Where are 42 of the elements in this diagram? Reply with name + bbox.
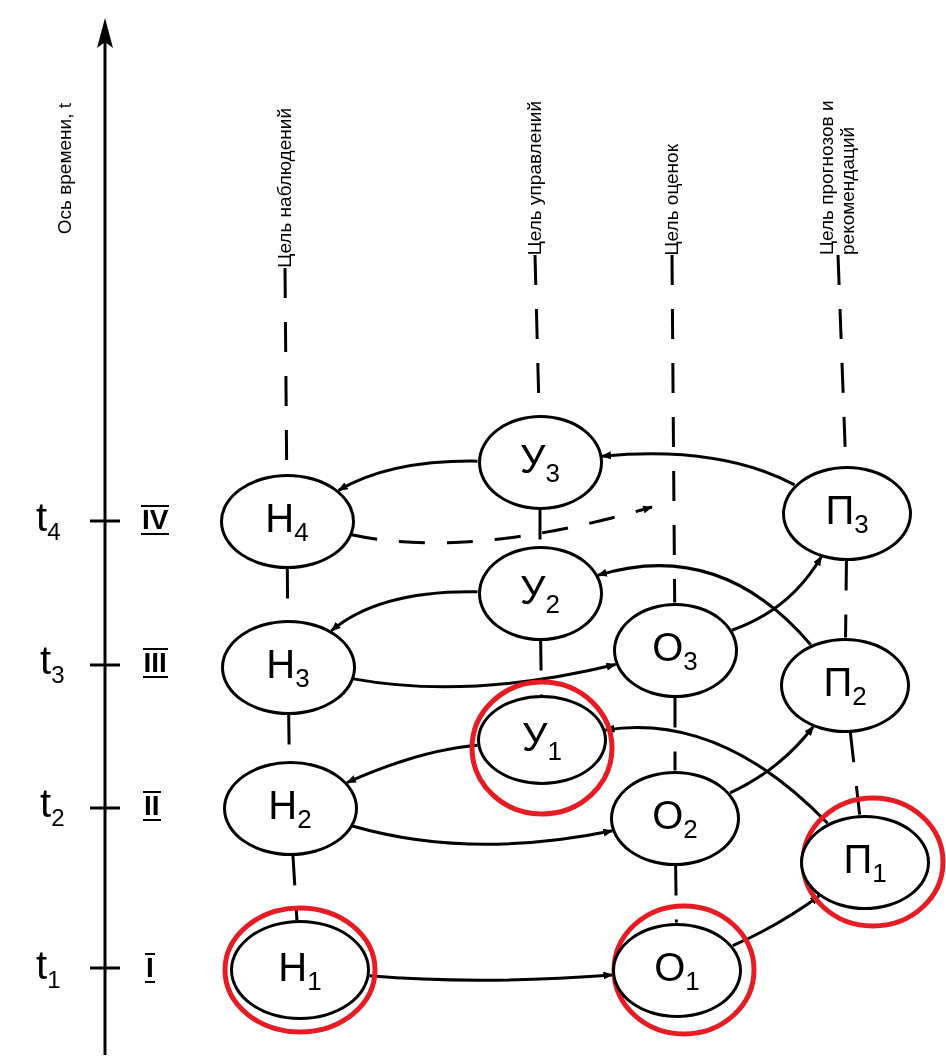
guide-line (291, 855, 299, 921)
time-mark: t$_{3}$ (40, 637, 65, 689)
stage-numeral: III (142, 647, 168, 679)
arrow (353, 662, 617, 689)
state-label: У$_{2}$ (520, 569, 560, 617)
arrow (351, 505, 653, 545)
guide-line (673, 697, 677, 771)
state-label: Н$_{3}$ (266, 643, 310, 691)
state-ellipse (800, 814, 930, 910)
state-label: Н$_{1}$ (278, 946, 322, 994)
stage-numeral: IV (141, 504, 170, 536)
stage-numeral: II (143, 790, 161, 822)
stage-numeral: I (145, 952, 155, 984)
arrow (369, 971, 614, 982)
state-label: О$_{1}$ (654, 946, 700, 994)
column-heading: Цель управлений (524, 101, 546, 256)
state-label: П$_{3}$ (825, 489, 869, 537)
state-label: О$_{3}$ (652, 626, 698, 674)
arrow (337, 459, 478, 492)
column-heading: Цель наблюдений (274, 108, 296, 268)
time-mark: t$_{1}$ (36, 942, 61, 994)
arrow (346, 743, 478, 784)
guide-line (670, 255, 677, 603)
state-label: Н$_{2}$ (268, 784, 312, 832)
state-label: Н$_{4}$ (265, 497, 309, 545)
state-label: У$_{3}$ (520, 438, 560, 486)
state-label: П$_{1}$ (843, 838, 887, 886)
state-label: О$_{2}$ (652, 794, 698, 842)
state-ellipse (612, 922, 742, 1018)
arrow (352, 824, 614, 846)
arrow (330, 590, 478, 632)
axis-title: Ось времени, t (54, 102, 76, 234)
state-ellipse (230, 920, 370, 1020)
time-mark: t$_{4}$ (36, 494, 61, 546)
guide-line (674, 865, 678, 923)
state-label: У$_{1}$ (522, 716, 562, 764)
column-heading: Цель оценок (661, 144, 683, 256)
state-label: П$_{2}$ (823, 661, 867, 709)
time-mark: t$_{2}$ (40, 780, 65, 832)
column-heading: Цель прогнозов и рекомендаций (817, 55, 859, 255)
guide-line (848, 732, 862, 815)
state-ellipse (477, 695, 607, 785)
